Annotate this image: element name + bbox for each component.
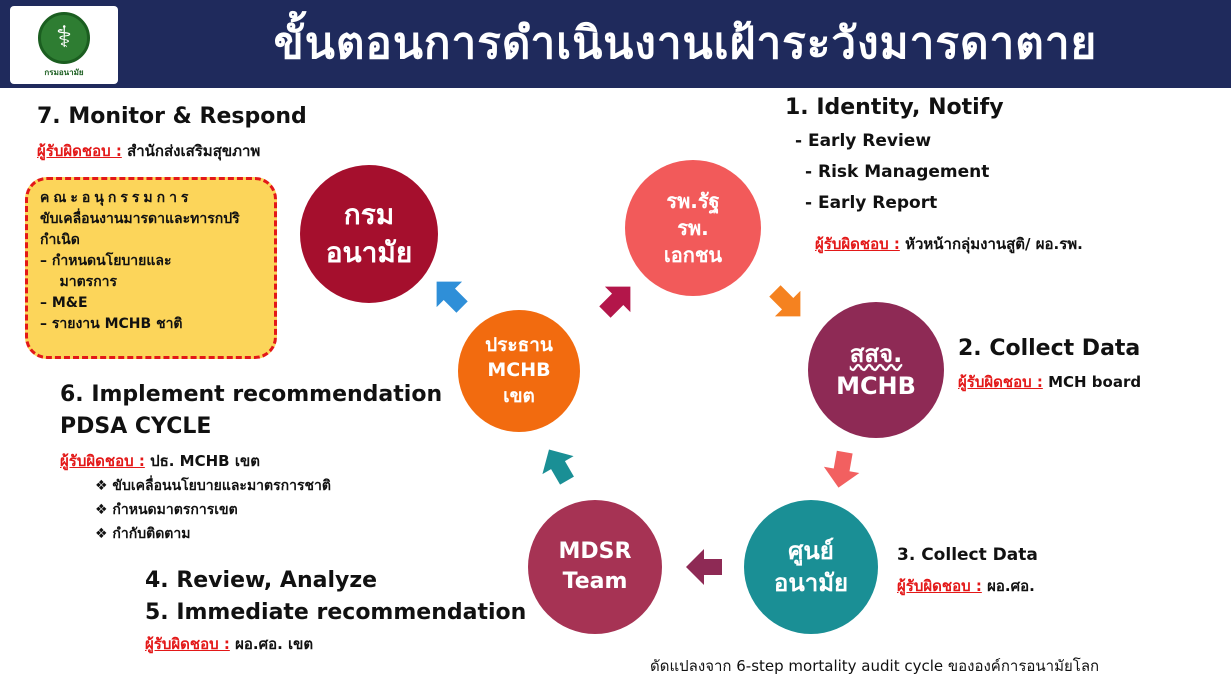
page-title: ขั้นตอนการดำเนินงานเฝ้าระวังมารดาตาย	[273, 18, 1098, 69]
node-sun-line2: อนามัย	[773, 569, 849, 597]
resp-label: ผู้รับผิดชอบ :	[60, 452, 145, 470]
node-pt-line2: MCHB	[487, 359, 551, 382]
logo-text: กรมอนามัย	[44, 68, 84, 77]
resp-label: ผู้รับผิดชอบ :	[145, 635, 230, 653]
resp-label: ผู้รับผิดชอบ :	[897, 577, 982, 595]
step2-resp-value: MCH board	[1048, 373, 1142, 391]
arrow-ssj-to-sun	[823, 450, 860, 488]
node-ssj-mchb: สสจ. MCHB	[808, 302, 944, 438]
resp-label: ผู้รับผิดชอบ :	[37, 142, 122, 160]
committee-item: – M&E	[40, 295, 88, 311]
node-hospital: รพ.รัฐ รพ. เอกชน	[625, 160, 761, 296]
committee-item: มาตรการ	[40, 274, 118, 290]
node-hosp-line1: รพ.รัฐ	[666, 188, 720, 213]
arrow-sun-to-mdsr	[686, 549, 722, 585]
step1-item: - Early Review	[795, 131, 932, 151]
step6-bullet: ❖ กำหนดมาตรการเขต	[95, 502, 238, 518]
node-mdsr-team: MDSR Team	[528, 500, 662, 634]
resp-label: ผู้รับผิดชอบ :	[958, 373, 1043, 391]
step1-title: 1. Identity, Notify	[785, 95, 1004, 120]
step3-resp-value: ผอ.ศอ.	[987, 577, 1035, 595]
step7-resp-value: สำนักส่งเสริมสุขภาพ	[127, 142, 261, 160]
node-hosp-line3: เอกชน	[663, 242, 723, 267]
step3-responsible: ผู้รับผิดชอบ : ผอ.ศอ.	[897, 574, 1035, 598]
committee-item: – รายงาน MCHB ชาติ	[40, 316, 183, 332]
step5-title: 5. Immediate recommendation	[145, 600, 527, 625]
arrow-pt-to-kram	[436, 281, 468, 313]
node-mdsr-line2: Team	[562, 569, 628, 594]
committee-box: คณะอนุกรรมการ ขับเคลื่อนงานมารดาและทารกป…	[25, 177, 277, 359]
step7-responsible: ผู้รับผิดชอบ : สำนักส่งเสริมสุขภาพ	[37, 139, 260, 163]
node-pt-line3: เขต	[503, 384, 535, 407]
node-hosp-line2: รพ.	[677, 215, 709, 240]
source-footnote: ดัดแปลงจาก 6-step mortality audit cycle …	[650, 657, 1100, 675]
committee-subtitle: ขับเคลื่อนงานมารดาและทารกปริกำเนิด	[40, 211, 240, 248]
step1-resp-value: หัวหน้ากลุ่มงานสูติ/ ผอ.รพ.	[905, 235, 1083, 253]
step45-resp-value: ผอ.ศอ. เขต	[235, 635, 314, 653]
node-kram-line1: กรม	[343, 198, 395, 232]
step1-item: - Risk Management	[805, 162, 990, 182]
node-kram-line2: อนามัย	[325, 236, 413, 269]
step1-responsible: ผู้รับผิดชอบ : หัวหน้ากลุ่มงานสูติ/ ผอ.ร…	[815, 232, 1083, 256]
arrow-pt-to-hosp	[599, 286, 631, 318]
node-kram-anamai: กรม อนามัย	[300, 165, 438, 303]
step6-bullet: ❖ กำกับติดตาม	[95, 526, 191, 542]
node-sun-line1: ศูนย์	[788, 536, 834, 565]
header-banner: กรมอนามัย ขั้นตอนการดำเนินงานเฝ้าระวังมา…	[0, 0, 1231, 88]
step6-title: 6. Implement recommendation	[60, 382, 443, 407]
committee-title: คณะอนุกรรมการ	[40, 190, 193, 206]
node-health-center: ศูนย์ อนามัย	[744, 500, 878, 634]
step4-title: 4. Review, Analyze	[145, 568, 378, 593]
resp-label: ผู้รับผิดชอบ :	[815, 235, 900, 253]
node-mchb-region-chair: ประธาน MCHB เขต	[458, 310, 580, 432]
committee-item: – กำหนดนโยบายและ	[40, 253, 172, 269]
arrow-mdsr-to-pt	[542, 449, 574, 485]
step6-resp-value: ปธ. MCHB เขต	[150, 452, 260, 470]
step45-responsible: ผู้รับผิดชอบ : ผอ.ศอ. เขต	[145, 632, 313, 656]
node-ssj-line1: สสจ.	[849, 339, 903, 368]
step6-bullet: ❖ ขับเคลื่อนนโยบายและมาตรการชาติ	[95, 478, 331, 494]
department-logo: กรมอนามัย	[10, 6, 118, 84]
step2-responsible: ผู้รับผิดชอบ : MCH board	[958, 370, 1141, 394]
arrow-hosp-to-ssj	[769, 285, 801, 317]
caduceus-icon	[38, 12, 90, 64]
step6-subtitle: PDSA CYCLE	[60, 414, 212, 439]
step6-responsible: ผู้รับผิดชอบ : ปธ. MCHB เขต	[60, 449, 260, 473]
step2-title: 2. Collect Data	[958, 336, 1141, 361]
node-pt-line1: ประธาน	[485, 333, 553, 356]
node-mdsr-line1: MDSR	[558, 539, 632, 565]
step7-title: 7. Monitor & Respond	[37, 104, 307, 129]
node-ssj-line2: MCHB	[836, 372, 916, 400]
step1-item: - Early Report	[805, 193, 938, 213]
step3-title: 3. Collect Data	[897, 545, 1038, 565]
